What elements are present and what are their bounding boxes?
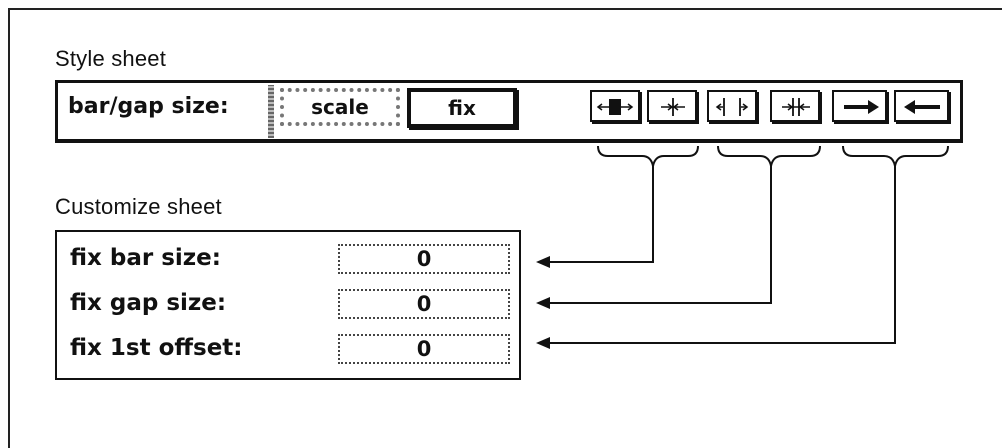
arrowhead-bar-size (536, 256, 550, 268)
bar-gap-size-label: bar/gap size: (68, 94, 229, 119)
fix-1st-offset-label: fix 1st offset: (70, 335, 243, 361)
fix-bar-size-alt-icon (661, 98, 685, 116)
style-sheet-title: Style sheet (55, 46, 167, 71)
fix-bar-size-label: fix bar size: (70, 245, 221, 271)
arrow-right-icon (844, 100, 879, 114)
fix-gap-size-icon (715, 98, 749, 116)
connector-lines (536, 145, 949, 349)
connector-offset (548, 166, 896, 344)
fix-bar-size-icon (596, 99, 634, 115)
outer-frame (8, 8, 1002, 448)
fix-gap-size-alt-button[interactable] (770, 90, 820, 122)
offset-right-button[interactable] (832, 90, 887, 122)
arrow-left-icon (904, 100, 940, 114)
connector-bar-size (548, 166, 654, 263)
fix-bar-size-field[interactable]: 0 (338, 244, 510, 274)
brace-offset (842, 145, 949, 167)
arrowhead-gap-size (536, 297, 550, 309)
fix-gap-size-alt-icon (782, 98, 810, 116)
fix-gap-size-button[interactable] (707, 90, 757, 122)
scale-button[interactable]: scale (280, 88, 400, 126)
fix-gap-size-field[interactable]: 0 (338, 289, 510, 319)
fix-1st-offset-field[interactable]: 0 (338, 334, 510, 364)
offset-left-button[interactable] (894, 90, 949, 122)
fix-button[interactable]: fix (407, 88, 517, 128)
fix-bar-size-button[interactable] (590, 90, 640, 122)
customize-sheet-box (55, 230, 521, 380)
customize-sheet-title: Customize sheet (55, 194, 222, 219)
brace-gap-size (717, 145, 821, 167)
arrowhead-offset (536, 337, 550, 349)
connector-gap-size (548, 166, 772, 304)
fix-gap-size-label: fix gap size: (70, 290, 227, 316)
brace-bar-size (597, 145, 699, 167)
fix-bar-size-alt-button[interactable] (647, 90, 697, 122)
bar-separator (268, 85, 274, 138)
